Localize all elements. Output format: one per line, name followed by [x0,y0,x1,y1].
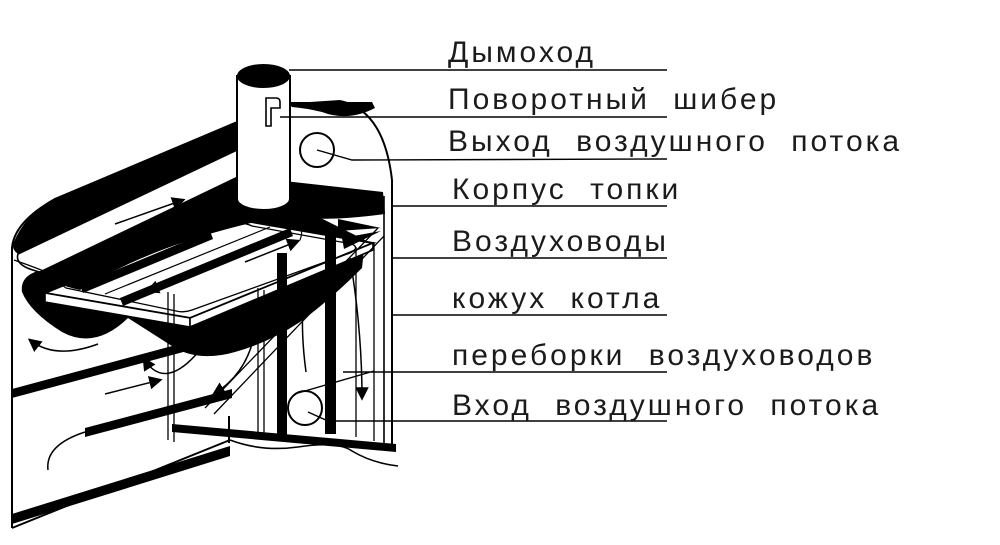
leader-lines [280,69,668,422]
label-air-inlet: Вход воздушного потока [452,389,881,422]
label-air-outlet: Выход воздушного потока [448,125,902,158]
label-duct-partitions: переборки воздуховодов [452,339,875,372]
duct-partitions [167,219,396,452]
interior-flow-arrows [211,257,369,401]
labels: Дымоход Поворотный шибер Выход воздушног… [448,36,902,422]
chimney-top [237,64,290,88]
chimney-drawing [236,64,291,211]
bottom-duct-bar [172,424,396,452]
label-boiler-casing: кожух котла [452,282,662,315]
label-chimney: Дымоход [448,36,596,69]
label-rotary-damper: Поворотный шибер [448,83,779,116]
air-inlet-port [287,390,323,426]
damper-handle [265,97,281,127]
dome-arc [339,100,393,181]
firebox-top-mass [40,176,385,290]
top-air-channel [16,148,241,273]
duct-end-wedges [338,219,381,249]
firebox-front-edge [13,197,381,289]
label-firebox-body: Корпус топки [452,173,681,206]
label-air-ducts: Воздуховоды [452,225,669,258]
